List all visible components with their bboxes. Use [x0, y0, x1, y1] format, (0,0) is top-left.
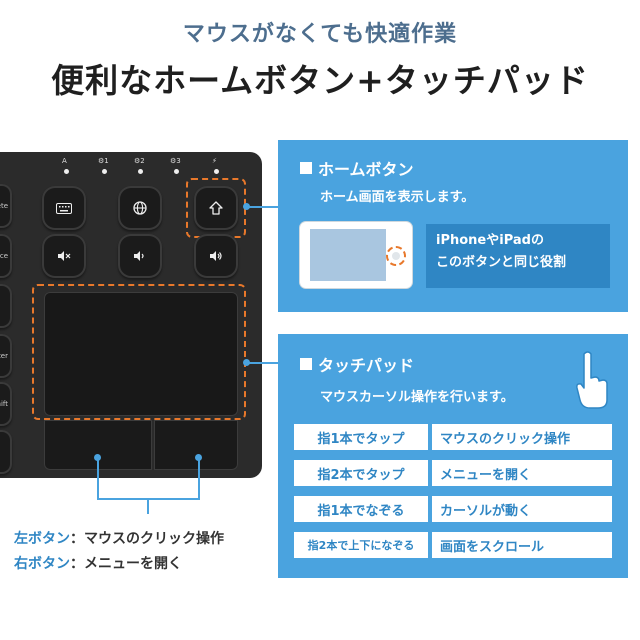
volume-mute-icon — [58, 251, 71, 261]
gesture-action-3: カーソルが動く — [432, 496, 612, 522]
gesture-label-4: 指2本で上下になぞる — [294, 532, 428, 558]
home-callout-line2: このボタンと同じ役割 — [436, 255, 567, 270]
key-volume-up[interactable] — [194, 234, 238, 278]
left-button-legend-label: 左ボタン — [14, 531, 70, 547]
key-mute[interactable] — [42, 234, 86, 278]
key-delete-label: ete — [0, 202, 8, 210]
bracket-stem — [147, 498, 149, 514]
right-button-legend-label: 右ボタン — [14, 556, 70, 572]
key-space-label: ce — [0, 252, 8, 260]
touchpad-highlight — [32, 284, 246, 420]
key-edge-3[interactable] — [0, 284, 12, 328]
touchpad[interactable] — [44, 292, 238, 416]
key-globe[interactable] — [118, 186, 162, 230]
led-label-power: ⚡ — [212, 157, 217, 165]
tablet-home-highlight — [386, 246, 406, 266]
touchpad-panel-description: マウスカーソル操作を行います。 — [320, 390, 514, 405]
led-3 — [174, 169, 179, 174]
left-button-legend-desc: ：マウスのクリック操作 — [70, 531, 224, 547]
gesture-label-1: 指1本でタップ — [294, 424, 428, 450]
globe-icon — [133, 201, 147, 215]
keyboard-icon — [56, 202, 72, 214]
subtitle: マウスがなくても快適作業 — [182, 22, 458, 47]
left-button-dot — [94, 454, 101, 461]
led-2 — [138, 169, 143, 174]
right-button-legend: 右ボタン：メニューを開く — [14, 553, 182, 573]
key-edge-6[interactable] — [0, 430, 12, 474]
led-label-3: ⚙3 — [170, 157, 181, 165]
gesture-action-1: マウスのクリック操作 — [432, 424, 612, 450]
led-label-1: ⚙1 — [98, 157, 109, 165]
home-panel-heading-text: ホームボタン — [318, 160, 414, 179]
right-button-line — [198, 458, 200, 500]
volume-down-icon — [134, 251, 144, 261]
led-power — [214, 169, 219, 174]
gesture-action-2: メニューを開く — [432, 460, 612, 486]
touchpad-connector — [246, 362, 278, 364]
right-button-dot — [195, 454, 202, 461]
heading-square-icon — [300, 358, 312, 370]
key-shift[interactable]: hift — [0, 382, 12, 426]
volume-up-icon — [210, 251, 222, 261]
home-key-highlight — [186, 178, 246, 238]
key-home[interactable] — [194, 186, 238, 230]
home-panel-description: ホーム画面を表示します。 — [320, 190, 475, 205]
key-enter[interactable]: ter — [0, 334, 12, 378]
touchpad-connector-dot — [243, 359, 250, 366]
right-button-legend-desc: ：メニューを開く — [70, 556, 182, 572]
heading-square-icon — [300, 162, 312, 174]
home-callout: iPhoneやiPadの このボタンと同じ役割 — [426, 224, 610, 288]
key-delete[interactable]: ete — [0, 184, 12, 228]
gesture-action-4: 画面をスクロール — [432, 532, 612, 558]
touchpad-panel-heading-text: タッチパッド — [318, 356, 415, 375]
home-arrow-icon — [209, 201, 223, 215]
key-shift-label: hift — [0, 400, 8, 408]
home-connector-dot — [243, 203, 250, 210]
led-label-2: ⚙2 — [134, 157, 145, 165]
left-button-legend: 左ボタン：マウスのクリック操作 — [14, 528, 224, 548]
gesture-label-2: 指2本でタップ — [294, 460, 428, 486]
led-caps — [64, 169, 69, 174]
gesture-label-3: 指1本でなぞる — [294, 496, 428, 522]
key-enter-label: ter — [0, 352, 8, 360]
led-label-caps: A — [62, 157, 67, 165]
left-button-line — [97, 458, 99, 500]
key-space[interactable]: ce — [0, 234, 12, 278]
led-1 — [102, 169, 107, 174]
hand-pointer-icon — [574, 350, 610, 416]
home-panel-heading: ホームボタン — [300, 156, 414, 180]
touchpad-right-button[interactable] — [154, 420, 238, 470]
tablet-screen — [310, 229, 386, 281]
page-title: 便利なホームボタン+タッチパッド — [51, 61, 589, 100]
key-volume-down[interactable] — [118, 234, 162, 278]
home-connector — [246, 206, 278, 208]
touchpad-panel-heading: タッチパッド — [300, 352, 414, 376]
key-keyboard[interactable] — [42, 186, 86, 230]
home-callout-line1: iPhoneやiPadの — [436, 233, 544, 248]
